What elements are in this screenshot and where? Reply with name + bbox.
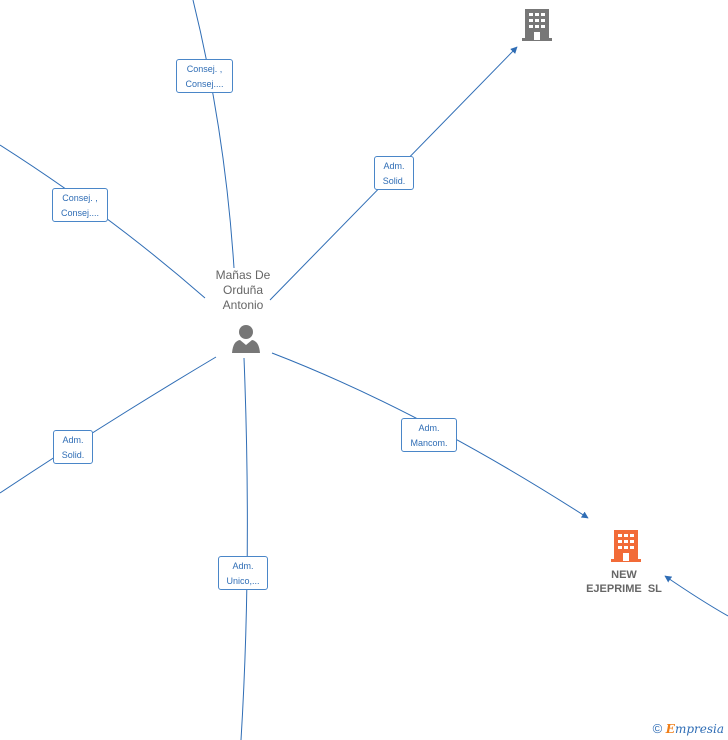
company-name-new-ejeprime[interactable]: NEW EJEPRIME SL <box>586 569 662 595</box>
edge-label-consej-left[interactable]: Consej. , Consej.... <box>52 188 108 222</box>
edge-label-consej-top[interactable]: Consej. , Consej.... <box>176 59 233 93</box>
copyright-icon: © <box>652 721 663 736</box>
brand-logo: Empresia <box>665 722 724 736</box>
empresia-watermark: © Empresia <box>653 721 724 736</box>
edge-label-adm-unico[interactable]: Adm. Unico,... <box>218 556 268 590</box>
edge-label-adm-mancom[interactable]: Adm. Mancom. <box>401 418 457 452</box>
building-icon-orange[interactable] <box>611 528 641 563</box>
person-icon[interactable] <box>231 323 261 353</box>
edge-label-adm-solid-left[interactable]: Adm. Solid. <box>53 430 93 464</box>
building-icon-gray[interactable] <box>522 7 552 42</box>
edge-line-right-incoming <box>664 575 728 617</box>
edge-line-top <box>192 0 235 269</box>
edge-label-adm-solid-top[interactable]: Adm. Solid. <box>374 156 414 190</box>
edge-line-bottom <box>240 357 248 740</box>
edge-line-left-bottom <box>0 356 217 494</box>
person-name[interactable]: Mañas De Orduña Antonio <box>215 268 271 312</box>
